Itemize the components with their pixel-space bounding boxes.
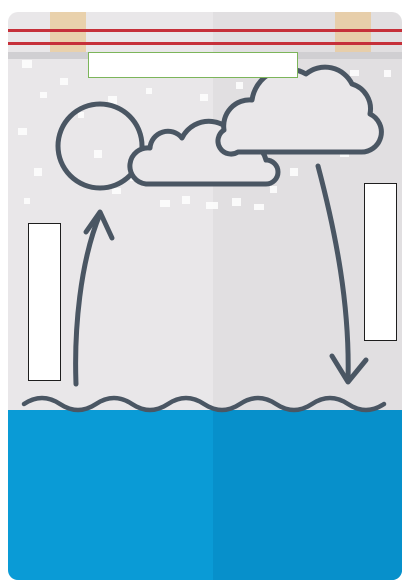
precipitation-label-box bbox=[364, 183, 397, 341]
title-label-box bbox=[88, 52, 298, 78]
precipitation-arrow bbox=[318, 166, 348, 380]
sun-icon bbox=[58, 104, 142, 188]
wave-icon bbox=[24, 398, 384, 410]
evaporation-label-box bbox=[28, 223, 61, 381]
large-cloud-icon bbox=[218, 67, 381, 154]
arrow-up-icon bbox=[86, 212, 112, 238]
evaporation-arrow bbox=[76, 214, 100, 384]
